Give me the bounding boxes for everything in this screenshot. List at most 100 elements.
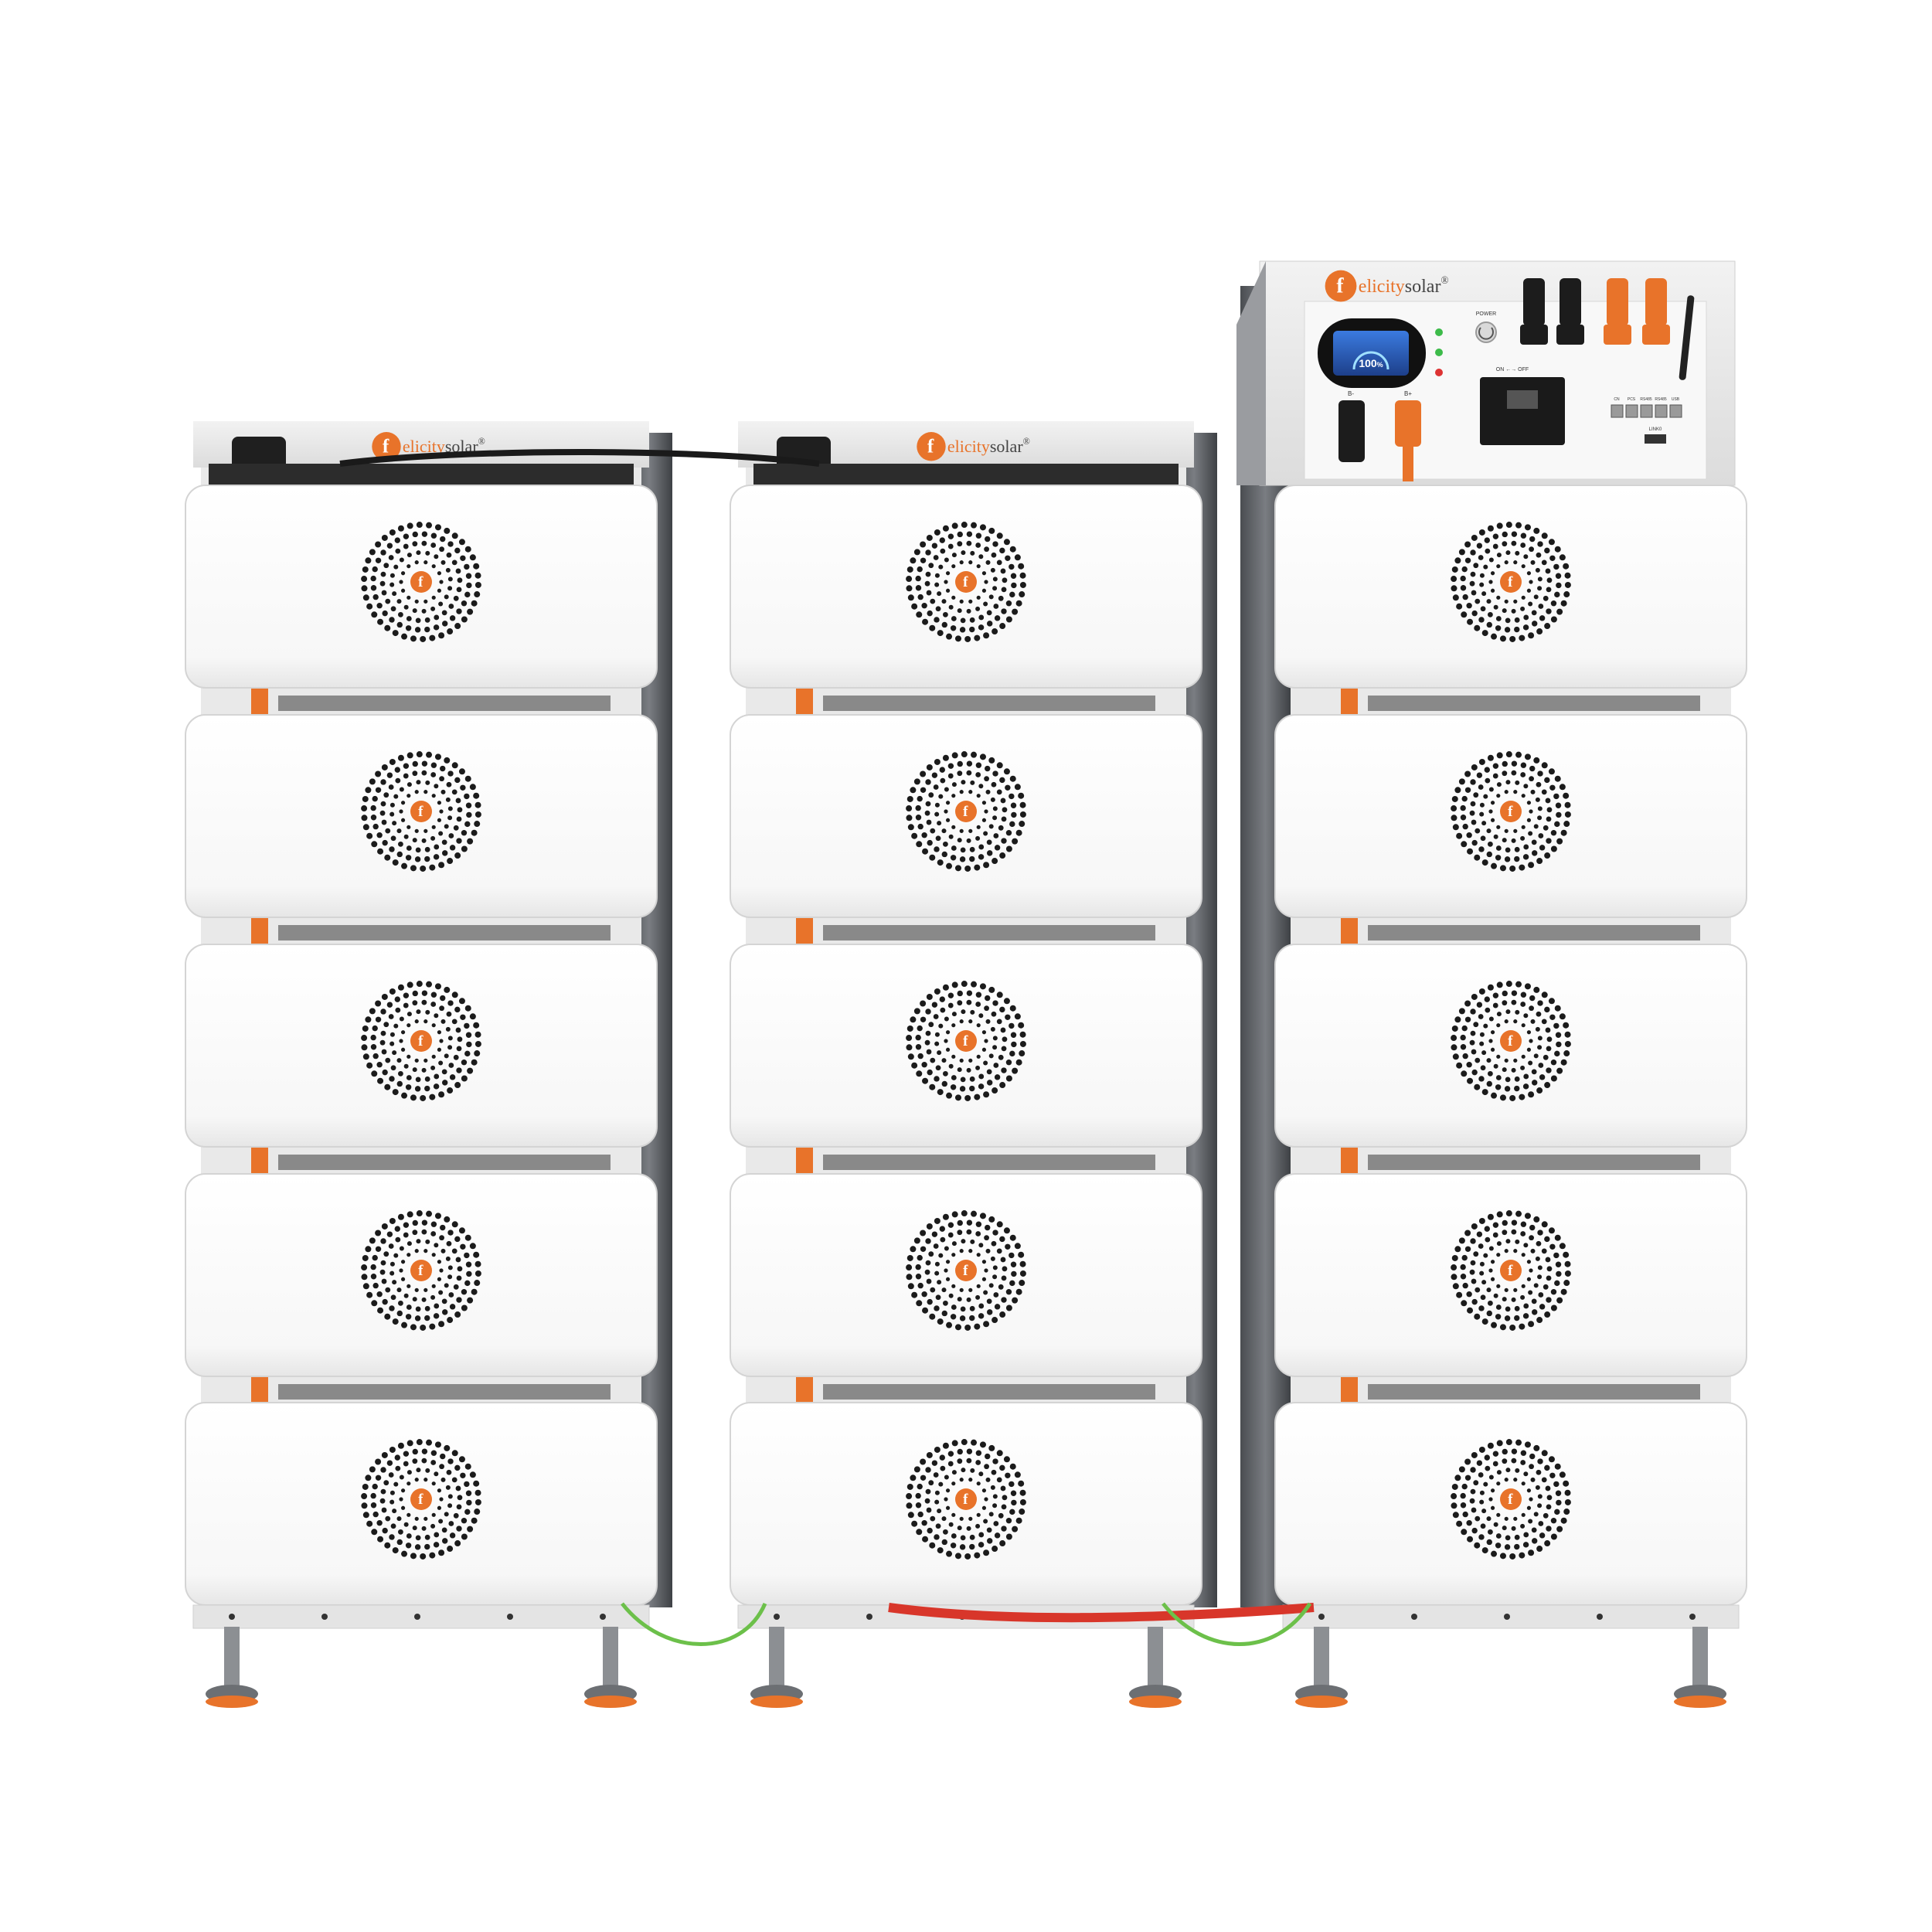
grill-hole [440, 1019, 446, 1024]
grill-hole [1471, 1069, 1478, 1076]
grill-hole [397, 1442, 404, 1449]
grill-hole [957, 1526, 962, 1531]
grill-hole [406, 1054, 411, 1059]
grill-hole [983, 632, 990, 639]
grill-hole [1487, 754, 1494, 761]
grill-hole [449, 845, 456, 851]
grill-hole [454, 777, 461, 784]
grill-hole [1544, 623, 1551, 630]
registered-mark: ® [1023, 436, 1030, 447]
grill-hole [1504, 1478, 1509, 1482]
grill-hole [372, 1025, 378, 1032]
rail-shadow [823, 696, 1155, 711]
grill-hole [975, 1231, 981, 1236]
grill-hole [406, 825, 411, 829]
grill-hole [460, 1243, 466, 1250]
grill-hole [935, 1065, 941, 1071]
grill-hole [1538, 1521, 1544, 1526]
grill-hole [1451, 1493, 1458, 1500]
grill-hole [1502, 531, 1508, 538]
grill-hole [1544, 777, 1550, 784]
grill-hole [913, 549, 920, 556]
grill-hole [941, 599, 947, 604]
grill-hole [372, 1053, 379, 1060]
grill-hole [951, 1211, 958, 1218]
grill-hole [951, 1075, 957, 1080]
grill-hole [960, 617, 966, 624]
grill-hole [379, 1039, 386, 1046]
grill-hole [1492, 533, 1499, 539]
grill-hole [447, 541, 454, 547]
battery-module: f [730, 1173, 1202, 1377]
battery-module: f [1274, 714, 1747, 918]
logo-letter: f [1508, 1033, 1513, 1049]
grill-hole [994, 615, 1001, 621]
grill-hole [1009, 775, 1016, 782]
grill-hole [1526, 1030, 1532, 1035]
grill-hole [957, 1219, 963, 1226]
grill-hole [946, 1321, 953, 1328]
grill-hole [1467, 1077, 1474, 1084]
grill-hole [1478, 1472, 1484, 1478]
grill-hole [1462, 1511, 1468, 1518]
grill-hole [399, 1268, 403, 1273]
grill-hole [1003, 768, 1010, 775]
grill-hole [1537, 1265, 1543, 1270]
grill-hole [424, 626, 430, 633]
grill-hole [1524, 1441, 1531, 1448]
grill-hole [380, 1009, 386, 1015]
grill-hole [1466, 1062, 1472, 1068]
grill-hole [916, 841, 923, 848]
grill-hole [984, 1039, 988, 1043]
grill-hole [1474, 1083, 1481, 1090]
grill-hole [370, 1492, 376, 1499]
top-recess [753, 464, 1179, 487]
grill-hole [1554, 1509, 1560, 1515]
grill-hole [1554, 1463, 1561, 1470]
grill-hole [1536, 1546, 1543, 1553]
grill-hole [381, 1507, 387, 1513]
grill-hole [401, 1321, 408, 1328]
grill-hole [430, 1460, 437, 1465]
grill-hole [1520, 772, 1526, 777]
grill-hole [993, 1521, 999, 1526]
grill-hole [983, 601, 988, 607]
grill-hole [394, 767, 400, 773]
grill-hole [420, 1094, 427, 1101]
grill-hole [434, 844, 440, 850]
grill-hole [945, 1030, 951, 1035]
grill-hole [951, 595, 956, 600]
grill-hole [420, 635, 427, 642]
grill-hole [1564, 1031, 1571, 1038]
grill-hole [917, 1025, 923, 1032]
grill-hole [984, 1268, 988, 1273]
grill-hole [1460, 804, 1466, 811]
grill-hole [1511, 531, 1518, 537]
grill-hole [985, 1224, 991, 1231]
grill-hole [1018, 1022, 1025, 1029]
grill-hole [1511, 1229, 1517, 1235]
grill-hole [425, 1468, 430, 1473]
grill-hole [1515, 1210, 1522, 1217]
grill-hole [1452, 1512, 1459, 1519]
grill-hole [984, 546, 989, 553]
grill-hole [1480, 1065, 1486, 1071]
grill-hole [403, 1461, 409, 1467]
grill-hole [369, 1466, 376, 1473]
speaker-grill-icon: f [906, 522, 1026, 642]
grill-hole [1461, 1483, 1468, 1490]
grill-hole [464, 1252, 470, 1259]
grill-hole [1543, 1512, 1549, 1519]
grill-hole [1538, 1063, 1544, 1068]
grill-hole [375, 1246, 382, 1252]
grill-hole [1526, 1260, 1532, 1264]
grill-hole [915, 1274, 922, 1280]
grill-hole [959, 1544, 966, 1550]
grill-hole [434, 784, 439, 789]
grill-hole [444, 527, 451, 534]
grill-hole [969, 1315, 975, 1321]
grill-hole [420, 1553, 427, 1560]
grill-hole [1471, 839, 1478, 846]
grill-hole [1495, 625, 1502, 631]
